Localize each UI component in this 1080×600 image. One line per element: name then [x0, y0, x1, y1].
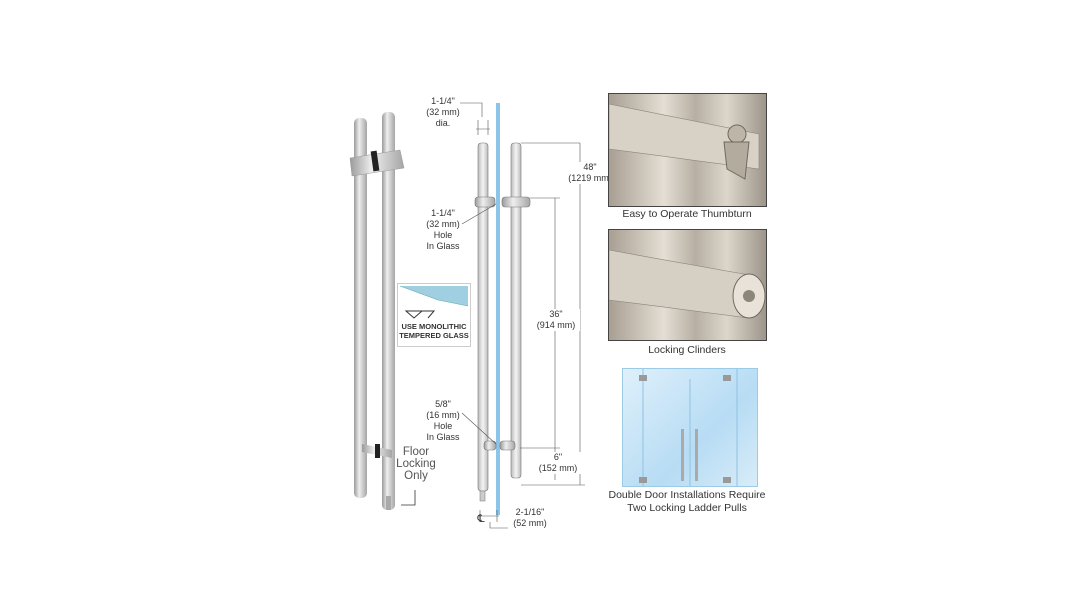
dim-text: In Glass	[426, 241, 460, 251]
upper-hole-label: 1-1/4" (32 mm) Hole In Glass	[418, 208, 468, 252]
dim-text: 1-1/4"	[431, 208, 455, 218]
locking-cylinder-photo	[608, 229, 767, 341]
glass-panel	[496, 103, 500, 515]
dim-text: 36"	[549, 309, 563, 319]
centerline-symbol: ℄	[477, 513, 485, 525]
technical-drawing	[460, 102, 585, 529]
lower-hole-label: 5/8" (16 mm) Hole In Glass	[418, 399, 468, 443]
lock-cylinder-icon	[609, 249, 766, 319]
dim-text: Hole	[433, 230, 453, 240]
tube-diameter-label: 1-1/4" (32 mm) dia.	[418, 96, 468, 129]
floor-locking-note: Floor Locking Only	[394, 446, 438, 482]
thumbturn-icon	[609, 103, 760, 180]
note-text: Locking	[396, 458, 436, 470]
thumbturn-caption: Easy to Operate Thumbturn	[622, 208, 752, 220]
cylinders-caption: Locking Clinders	[648, 344, 726, 356]
dim-text: In Glass	[426, 432, 460, 442]
dim-text: dia.	[435, 118, 451, 128]
bottom-offset-label: 6" (152 mm)	[534, 452, 582, 474]
dim-text: (32 mm)	[426, 107, 460, 117]
dim-text: 6"	[553, 452, 563, 462]
double-door-illustration	[622, 368, 758, 487]
dim-text: (152 mm)	[538, 463, 578, 473]
glass-icon	[399, 285, 469, 319]
thumbturn-photo	[608, 93, 767, 207]
badge-text: TEMPERED GLASS	[399, 331, 469, 340]
note-text: Floor	[402, 446, 430, 458]
caption-line: Double Door Installations Require	[608, 489, 766, 501]
dim-text: 5/8"	[435, 399, 451, 409]
double-door-caption: Double Door Installations Require Two Lo…	[597, 489, 777, 515]
dim-text: (914 mm)	[536, 320, 576, 330]
dim-text: (32 mm)	[426, 219, 460, 229]
dim-text: 2-1/16"	[515, 507, 545, 517]
dim-text: (16 mm)	[426, 410, 460, 420]
double-door-icon	[639, 369, 738, 486]
projection-label: 2-1/16" (52 mm)	[508, 507, 552, 529]
overall-length-label: 48" (1219 mm)	[565, 162, 615, 184]
center-spacing-label: 36" (914 mm)	[532, 309, 580, 331]
dim-text: 1-1/4"	[431, 96, 455, 106]
dim-text: Hole	[433, 421, 453, 431]
tempered-glass-badge: USE MONOLITHIC TEMPERED GLASS	[397, 283, 471, 347]
dim-text: 48"	[583, 162, 597, 172]
badge-text: USE MONOLITHIC	[401, 322, 467, 331]
caption-line: Two Locking Ladder Pulls	[627, 502, 747, 514]
product-render	[349, 112, 405, 510]
floor-leader-line	[401, 490, 416, 506]
dim-text: (1219 mm)	[568, 173, 612, 183]
dim-text: (52 mm)	[513, 518, 547, 528]
note-text: Only	[404, 470, 428, 482]
